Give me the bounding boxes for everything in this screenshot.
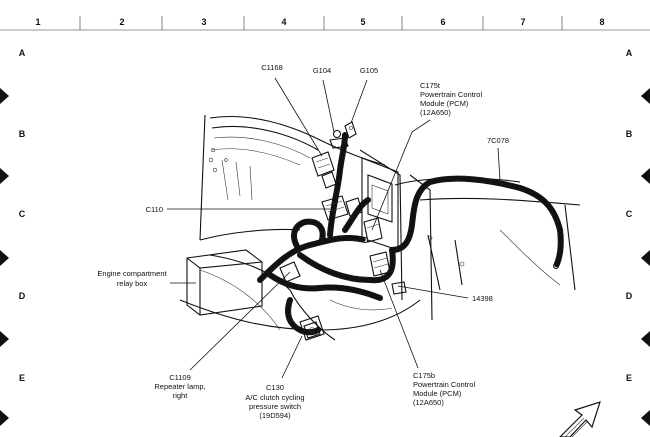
col-label: 6 bbox=[440, 17, 445, 27]
grid-row-labels-left: A B C D E bbox=[19, 48, 26, 383]
connector-c110 bbox=[321, 195, 363, 221]
col-label: 7 bbox=[520, 17, 525, 27]
connector-c1168 bbox=[311, 151, 337, 189]
row-label: E bbox=[19, 373, 25, 383]
label-relay-line1: Engine compartment bbox=[97, 269, 167, 278]
callout-labels: C1168 G104 G105 C175t Powertrain Control… bbox=[97, 63, 509, 420]
leader-lines bbox=[167, 77, 501, 379]
label-c175b-line2: Module (PCM) bbox=[413, 389, 462, 398]
col-label: 4 bbox=[281, 17, 286, 27]
col-label: 8 bbox=[599, 17, 604, 27]
label-c110: C110 bbox=[146, 205, 163, 214]
label-c1168: C1168 bbox=[261, 63, 283, 72]
label-c175t-line1: Powertrain Control bbox=[420, 90, 482, 99]
label-c175t-code: C175t bbox=[420, 81, 441, 90]
connector-c175b bbox=[369, 251, 391, 277]
label-c175b-code: C175b bbox=[413, 371, 435, 380]
connector-c175t bbox=[363, 217, 383, 243]
col-label: 3 bbox=[201, 17, 206, 27]
label-c175b-line3: (12A650) bbox=[413, 398, 444, 407]
front-direction-arrow-icon bbox=[559, 401, 601, 437]
label-c175t-line3: (12A650) bbox=[420, 108, 451, 117]
label-c1109-code: C1109 bbox=[169, 373, 191, 382]
row-label: C bbox=[626, 209, 633, 219]
col-label: 5 bbox=[360, 17, 365, 27]
wiring-harness bbox=[257, 132, 564, 336]
grid-row-markers bbox=[0, 88, 650, 426]
row-label: D bbox=[19, 291, 26, 301]
label-14398: 14398 bbox=[472, 294, 493, 303]
row-label: B bbox=[19, 129, 26, 139]
row-label: B bbox=[626, 129, 633, 139]
label-c130-line1: A/C clutch cycling bbox=[245, 393, 304, 402]
row-label: A bbox=[626, 48, 633, 58]
label-c1109-line1: Repeater lamp, bbox=[154, 382, 205, 391]
grid-column-ticks bbox=[0, 16, 650, 31]
row-label: A bbox=[19, 48, 26, 58]
grid-row-labels-right: A B C D E bbox=[626, 48, 633, 383]
grid-column-labels: 1 2 3 4 5 6 7 8 bbox=[35, 17, 604, 27]
connector-c130 bbox=[299, 315, 325, 341]
label-g104: G104 bbox=[313, 66, 331, 75]
col-label: 1 bbox=[35, 17, 40, 27]
row-label: E bbox=[626, 373, 632, 383]
col-label: 2 bbox=[119, 17, 124, 27]
label-c130-code: C130 bbox=[266, 383, 284, 392]
label-c175t-line2: Module (PCM) bbox=[420, 99, 469, 108]
label-c175b-line1: Powertrain Control bbox=[413, 380, 475, 389]
harness-14398 bbox=[391, 281, 407, 295]
label-c130-line2: pressure switch bbox=[249, 402, 301, 411]
label-7c078: 7C078 bbox=[487, 136, 509, 145]
ground-g105 bbox=[344, 121, 357, 139]
label-g105: G105 bbox=[360, 66, 378, 75]
label-relay-line2: relay box bbox=[117, 279, 148, 288]
body-panels bbox=[179, 114, 581, 341]
row-label: D bbox=[626, 291, 633, 301]
ground-g104 bbox=[329, 129, 349, 149]
row-label: C bbox=[19, 209, 26, 219]
relay-box bbox=[186, 249, 263, 316]
label-c1109-line2: right bbox=[173, 391, 189, 400]
label-c130-line3: (19D594) bbox=[259, 411, 291, 420]
